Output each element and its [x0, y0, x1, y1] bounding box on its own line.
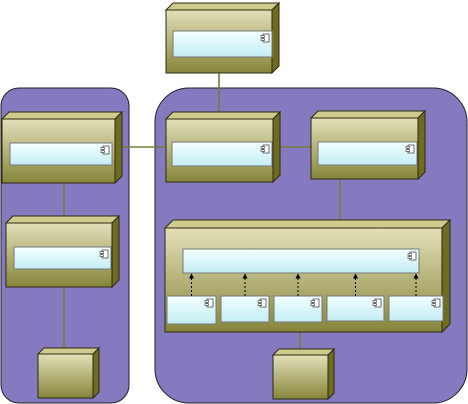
right-component[interactable] [317, 141, 418, 166]
component-icon [310, 298, 320, 308]
bus-component-box [182, 248, 420, 274]
left-bottom-node-top-face [36, 347, 101, 355]
left-upper-node-side-face [114, 110, 123, 185]
right-node-top-face [309, 110, 427, 119]
sub-component-2[interactable] [220, 295, 270, 323]
left-upper-component[interactable] [9, 142, 113, 166]
left-bottom-node-front-face [37, 353, 94, 399]
top-node-side-face [271, 1, 280, 75]
left-bottom-node[interactable] [36, 346, 101, 400]
left-bottom-node-side-face [92, 346, 100, 400]
sub-component-4[interactable] [326, 295, 385, 322]
large-node[interactable] [163, 218, 452, 334]
top-node[interactable] [164, 1, 281, 75]
left-upper-component-box [9, 142, 113, 166]
center-node-side-face [272, 110, 281, 184]
component-icon [405, 144, 415, 154]
center-component[interactable] [171, 141, 273, 167]
center-component-box [171, 141, 273, 167]
center-node[interactable] [164, 110, 282, 184]
component-icon [372, 298, 382, 308]
component-icon [99, 249, 109, 259]
left-middle-node-side-face [111, 214, 120, 289]
right-component-box [317, 141, 418, 166]
left-middle-component[interactable] [13, 246, 112, 270]
bottom-node-top-face [271, 348, 336, 356]
bottom-node-front-face [272, 354, 329, 400]
left-upper-node-top-face [0, 111, 124, 120]
sub-component-3[interactable] [273, 295, 323, 323]
sub-component-1[interactable] [166, 295, 217, 325]
component-icon [100, 145, 110, 155]
right-node-side-face [417, 109, 426, 181]
top-component-box [172, 30, 273, 58]
component-icon [260, 144, 270, 154]
left-middle-node-top-face [4, 215, 121, 224]
large-node-top-face [163, 219, 452, 229]
component-icon [431, 298, 441, 308]
sub-component-4-box [326, 295, 385, 322]
center-node-top-face [164, 111, 282, 120]
sub-component-5[interactable] [388, 295, 444, 322]
left-middle-node[interactable] [4, 214, 121, 289]
left-middle-component-box [13, 246, 112, 270]
top-node-top-face [164, 2, 281, 11]
left-upper-node[interactable] [0, 110, 124, 185]
component-icon [407, 251, 417, 261]
bus-component[interactable] [182, 248, 420, 274]
component-icon [257, 298, 267, 308]
top-component[interactable] [172, 30, 273, 58]
nodes-layer [0, 1, 452, 401]
bottom-node-side-face [327, 347, 335, 401]
component-icon [260, 33, 270, 43]
right-node[interactable] [309, 109, 427, 181]
bottom-node[interactable] [271, 347, 336, 401]
component-icon [204, 298, 214, 308]
